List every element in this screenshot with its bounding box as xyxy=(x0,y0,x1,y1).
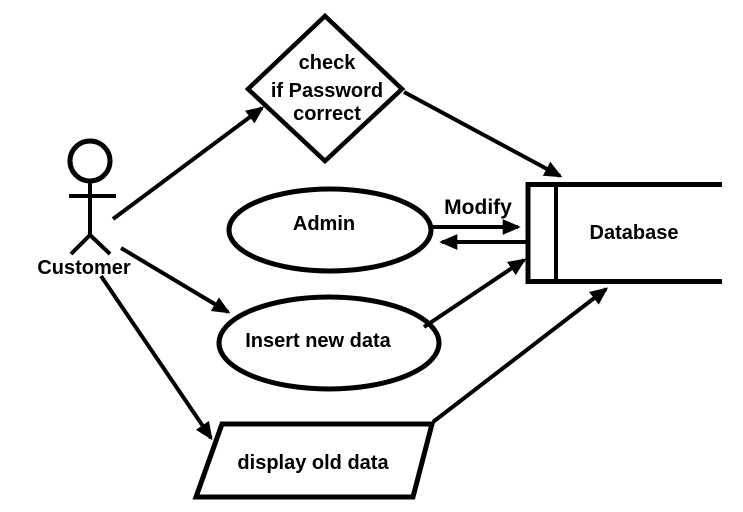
database-outline xyxy=(525,182,722,284)
decision-label-line-3: correct xyxy=(293,103,361,125)
actor-head xyxy=(67,138,113,184)
admin-usecase-ellipse xyxy=(226,186,434,274)
edge-customer-to-insert xyxy=(119,246,231,314)
display-io-parallelogram xyxy=(192,421,436,500)
insert-label: Insert new data xyxy=(245,330,391,352)
insert-usecase-ellipse xyxy=(216,294,442,392)
actor-leg-right xyxy=(88,233,112,256)
customer-label: Customer xyxy=(37,257,131,279)
edge-customer-to-check xyxy=(111,106,265,221)
actor-leg-left xyxy=(69,233,92,256)
database-label: Database xyxy=(590,222,679,244)
edge-display-to-database xyxy=(431,287,609,424)
edge-customer-to-display xyxy=(99,274,213,441)
password-check-decision-diamond xyxy=(244,12,406,165)
edge-check-to-database xyxy=(403,90,563,178)
decision-label-line-1: check xyxy=(299,52,357,74)
modify-edge-label: Modify xyxy=(444,196,512,219)
admin-label: Admin xyxy=(293,213,355,235)
edge-insert-to-database xyxy=(422,258,527,329)
customer-actor-icon xyxy=(67,138,116,256)
decision-label-line-2: if Password xyxy=(271,80,383,102)
database-entity: Database xyxy=(525,182,722,284)
display-label: display old data xyxy=(237,452,389,474)
